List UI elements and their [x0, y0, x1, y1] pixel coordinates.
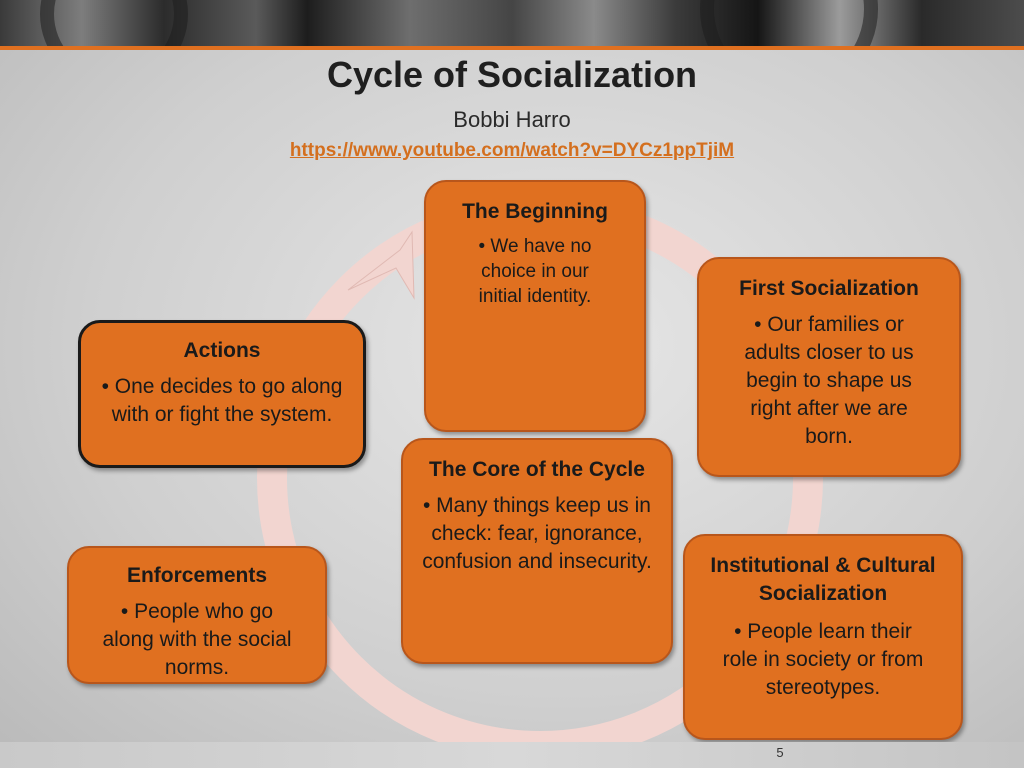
box-bullet-text: • People who go along with the social no…: [102, 600, 292, 679]
box-heading: The Core of the Cycle: [429, 458, 645, 481]
box-core-of-the-cycle: The Core of the Cycle • Many things keep…: [401, 438, 673, 664]
box-heading: Institutional & Cultural Socialization: [710, 554, 936, 605]
box-bullet-text: • Our families or adults closer to us be…: [744, 313, 914, 448]
slide-title: Cycle of Socialization: [326, 54, 698, 95]
youtube-link[interactable]: https://www.youtube.com/watch?v=DYCz1ppT…: [289, 140, 735, 161]
box-heading: First Socialization: [739, 277, 919, 300]
wheel-graphic-left: [40, 0, 188, 46]
header-banner-image: [0, 0, 1024, 46]
arrow-icon: [347, 230, 415, 300]
box-enforcements: Enforcements • People who go along with …: [67, 546, 327, 684]
footer-bar: [0, 742, 1024, 768]
slide-subtitle: Bobbi Harro: [453, 107, 571, 132]
box-heading: Actions: [183, 339, 261, 362]
header-accent-line: [0, 46, 1024, 50]
box-actions: Actions • One decides to go along with o…: [78, 320, 366, 468]
box-bullet-text: • Many things keep us in check: fear, ig…: [422, 494, 652, 573]
box-bullet-text: • People learn their role in society or …: [722, 620, 924, 699]
box-bullet-text: • One decides to go along with or fight …: [101, 375, 343, 426]
box-institutional-cultural-socialization: Institutional & Cultural Socialization •…: [683, 534, 963, 740]
page-number: 5: [776, 745, 784, 760]
box-the-beginning: The Beginning • We have no choice in our…: [424, 180, 646, 432]
box-heading: The Beginning: [462, 200, 608, 223]
box-first-socialization: First Socialization • Our families or ad…: [697, 257, 961, 477]
box-heading: Enforcements: [126, 564, 268, 587]
box-bullet-text: • We have no choice in our initial ident…: [478, 236, 592, 307]
